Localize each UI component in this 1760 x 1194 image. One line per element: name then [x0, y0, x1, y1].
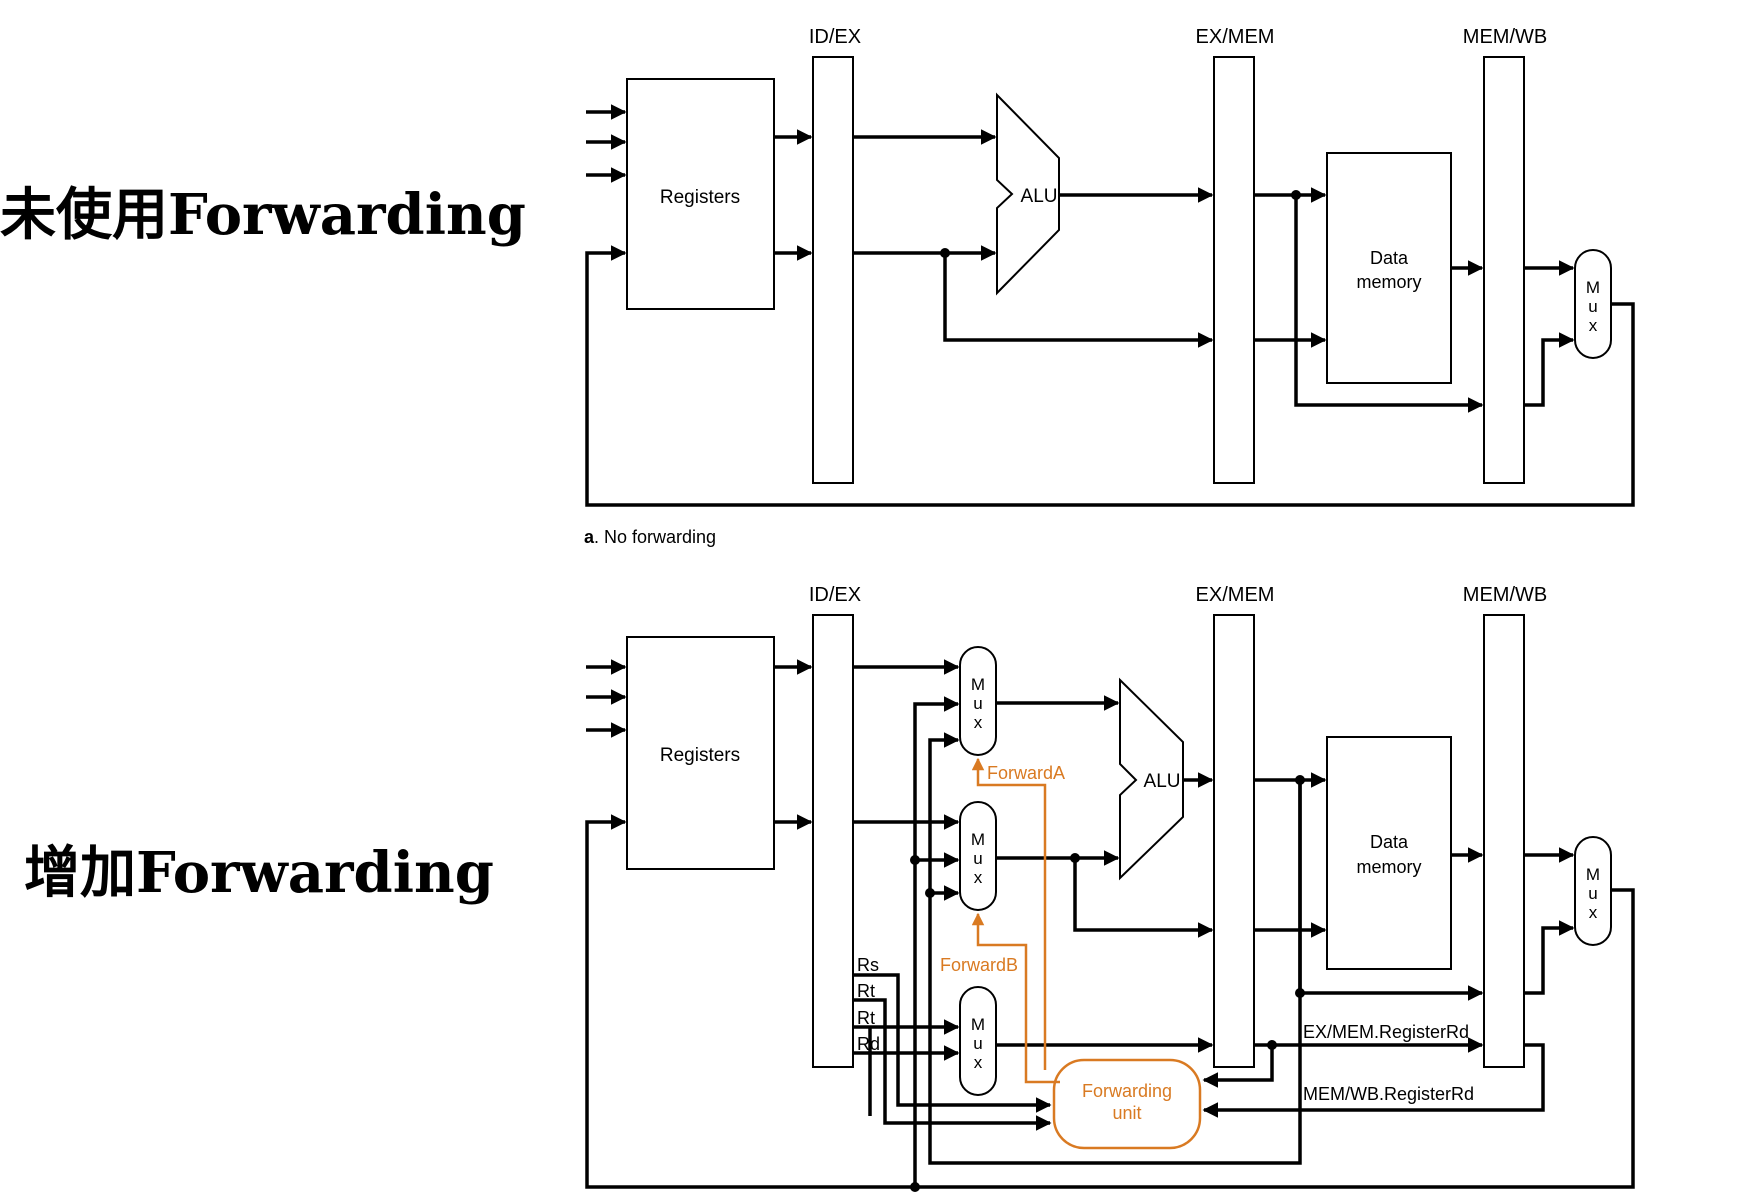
memwb-registerrd-label: MEM/WB.RegisterRd: [1303, 1084, 1474, 1104]
bottom-data-memory: [1326, 736, 1452, 970]
mux-a-x: x: [974, 713, 983, 732]
top-diagram: ID/EX EX/MEM MEM/WB Registers ALU Data m…: [585, 26, 1635, 507]
forwarding-control: [971, 757, 1202, 1150]
junction-dot: [1070, 853, 1080, 863]
bottom-memwb-label: MEM/WB: [1463, 584, 1547, 606]
top-idex-label: ID/EX: [809, 26, 861, 48]
rt-label-1: Rt: [857, 981, 875, 1001]
top-wb-mux-x: x: [1589, 316, 1598, 335]
mux-b-u: u: [973, 849, 982, 868]
bottom-alu: [1119, 677, 1184, 881]
top-registers-block: [626, 78, 775, 310]
bottom-wb-mux-u: u: [1588, 884, 1597, 903]
top-wb-mux-u: u: [1588, 297, 1597, 316]
bottom-idex-label: ID/EX: [809, 584, 861, 606]
top-junction-dot: [940, 248, 950, 258]
bottom-diagram: ID/EX EX/MEM MEM/WB Registers ALU Data m…: [585, 584, 1635, 1189]
forward-a-label: ForwardA: [987, 763, 1065, 783]
bottom-wb-mux-m: M: [1586, 865, 1600, 884]
top-caption-letter: a: [584, 527, 595, 547]
exmem-registerrd-label: EX/MEM.RegisterRd: [1303, 1022, 1469, 1042]
mux-b-m: M: [971, 830, 985, 849]
junction-dot: [1267, 1040, 1277, 1050]
bottom-data-memory-label-1: Data: [1370, 832, 1409, 852]
bottom-exmem-register: [1213, 614, 1255, 1068]
top-alu: [996, 92, 1060, 296]
top-caption-text: . No forwarding: [594, 527, 716, 547]
top-registers-label: Registers: [660, 187, 740, 208]
top-wb-mux-m: M: [1586, 278, 1600, 297]
bottom-data-memory-label-2: memory: [1356, 857, 1421, 877]
top-data-memory-label-2: memory: [1356, 272, 1421, 292]
mux-rd-x: x: [974, 1053, 983, 1072]
bottom-wb-mux-x: x: [1589, 903, 1598, 922]
forward-b-label: ForwardB: [940, 955, 1018, 975]
bottom-exmem-label: EX/MEM: [1196, 584, 1275, 606]
forwarding-unit-label-2: unit: [1112, 1103, 1141, 1123]
mux-rd-m: M: [971, 1015, 985, 1034]
bottom-registers-block: [626, 636, 775, 870]
junction-dot: [925, 888, 935, 898]
reg-dst-mux: [959, 986, 997, 1096]
top-junction-dot: [1291, 190, 1301, 200]
junction-dot: [910, 1182, 920, 1192]
bottom-registers-label: Registers: [660, 745, 740, 766]
top-exmem-register: [1213, 56, 1255, 484]
top-caption: a. No forwarding: [584, 527, 716, 547]
top-data-memory-label-1: Data: [1370, 248, 1409, 268]
bottom-junctions: [910, 775, 1305, 1192]
mux-a-u: u: [973, 694, 982, 713]
top-data-memory: [1326, 152, 1452, 384]
bottom-idex-register: [812, 614, 854, 1068]
title-no-forwarding: 未使用Forwarding: [0, 182, 526, 248]
forward-b-mux: [959, 801, 997, 911]
rt-label-2: Rt: [857, 1008, 875, 1028]
rd-label: Rd: [857, 1034, 880, 1054]
title-with-forwarding: 增加Forwarding: [24, 840, 494, 906]
bottom-alu-label: ALU: [1144, 771, 1181, 792]
forward-a-mux: [959, 646, 997, 756]
top-memwb-label: MEM/WB: [1463, 26, 1547, 48]
top-exmem-label: EX/MEM: [1196, 26, 1275, 48]
forwarding-unit: [1052, 1058, 1202, 1150]
rs-label: Rs: [857, 955, 879, 975]
junction-dot: [910, 855, 920, 865]
mux-b-x: x: [974, 868, 983, 887]
mux-rd-u: u: [973, 1034, 982, 1053]
forwarding-unit-label-1: Forwarding: [1082, 1081, 1172, 1101]
bottom-memwb-register: [1483, 614, 1525, 1068]
top-memwb-register: [1483, 56, 1525, 484]
junction-dot: [1295, 988, 1305, 998]
mux-a-m: M: [971, 675, 985, 694]
top-alu-label: ALU: [1021, 186, 1058, 207]
junction-dot: [1295, 775, 1305, 785]
top-idex-register: [812, 56, 854, 484]
